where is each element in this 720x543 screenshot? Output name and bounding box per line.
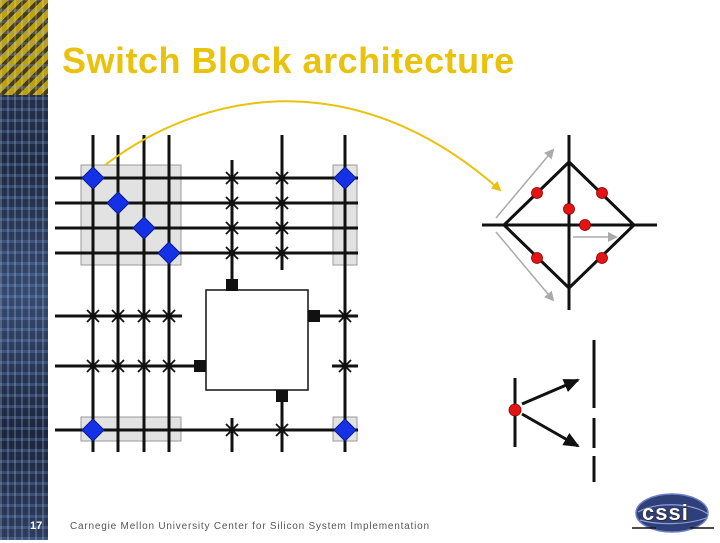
x-crosspoint-icon [275,196,289,210]
x-crosspoint-icon [225,196,239,210]
red-dot-icon [596,252,608,264]
x-crosspoint-icon [86,359,100,373]
decorative-side-strip [0,0,48,540]
chip-image-gold [0,0,48,95]
logo-text: cssi [642,500,689,525]
x-crosspoint-icon [225,246,239,260]
slide-number: 17 [30,520,43,532]
x-crosspoint-icon [338,359,352,373]
red-dot-icon [531,187,543,199]
x-crosspoint-icon [275,221,289,235]
switch-point-detail [508,340,596,482]
diamond-switch-icon [333,166,357,190]
detail-diamond-outline [501,159,637,291]
x-crosspoint-icon [225,423,239,437]
diamond-switch-icon [81,166,105,190]
switch-box-detail [482,135,657,310]
arrow-icon [521,378,580,406]
red-dot-icon [579,219,591,231]
x-crosspoint-icon [86,309,100,323]
square-pin-icon [276,390,288,402]
chip-image-texture [0,0,48,540]
red-dot-icon [531,252,543,264]
arrow-icon [495,231,555,302]
slide-title: Switch Block architecture [62,40,515,81]
x-crosspoint-icon [338,309,352,323]
x-crosspoint-icon [162,359,176,373]
x-crosspoint-icon [225,171,239,185]
diamond-switch-icon [333,418,357,442]
detail-red-dots [531,187,608,264]
x-crosspoint-icon [111,309,125,323]
logic-block [205,289,309,391]
square-pin-icon [308,310,320,322]
diamond-switch-icon [81,418,105,442]
footer-text: Carnegie Mellon University Center for Si… [70,521,430,532]
x-crosspoint-icon [275,423,289,437]
red-dot-icon [563,203,575,215]
cssi-logo: cssi [630,492,716,538]
crosspoints [86,171,352,437]
x-crosspoint-icon [137,359,151,373]
x-crosspoint-icon [137,309,151,323]
zoom-arrow [104,100,502,192]
arrow-icon [495,148,555,219]
diamond-switch-icon [132,216,156,240]
x-crosspoint-icon [275,171,289,185]
switch-diamonds [81,166,357,442]
arrow-icon [521,412,580,448]
square-pin-icon [226,279,238,291]
diamond-switch-icon [106,191,130,215]
logic-block-pins [194,279,320,402]
diamond-switch-icon [157,241,181,265]
square-pin-icon [194,360,206,372]
x-crosspoint-icon [225,221,239,235]
red-dot-icon [596,187,608,199]
x-crosspoint-icon [275,246,289,260]
red-dot-icon [508,403,522,417]
x-crosspoint-icon [162,309,176,323]
logo-globe-icon [632,493,714,533]
x-crosspoint-icon [111,359,125,373]
